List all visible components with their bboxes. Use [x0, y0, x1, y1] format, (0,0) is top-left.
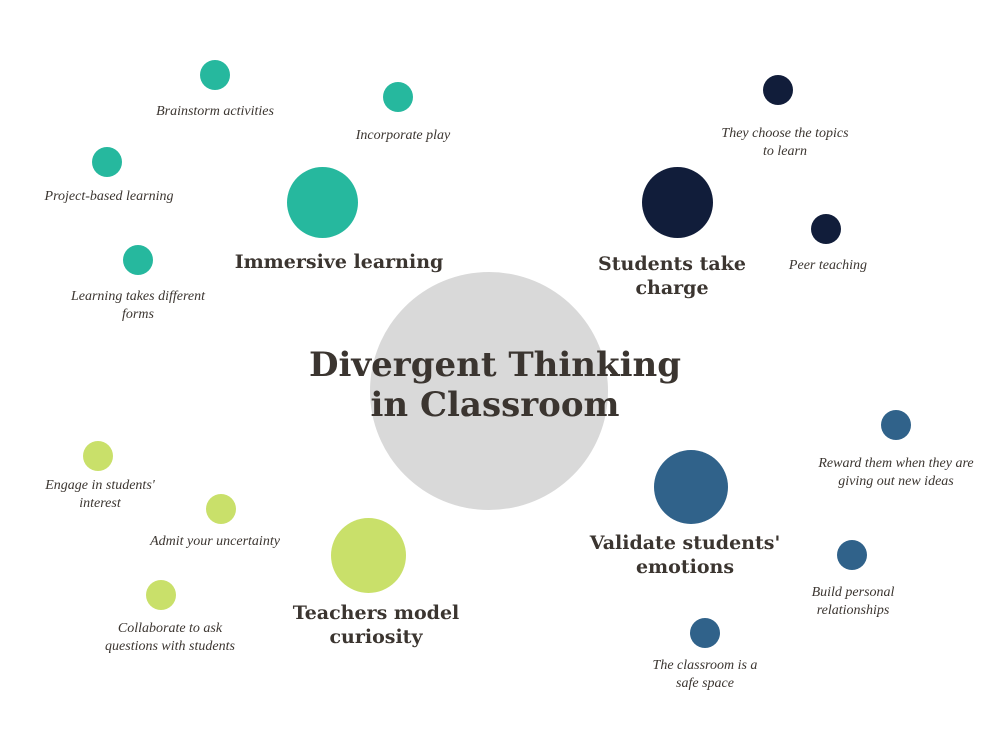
teachers-model-curiosity-node	[331, 518, 406, 593]
reward-ideas-node	[881, 410, 911, 440]
reward-ideas-label: Reward them when they are giving out new…	[818, 456, 974, 489]
students-take-charge-node	[642, 167, 713, 238]
validate-emotions-node	[654, 450, 728, 524]
collaborate-node	[146, 580, 176, 610]
validate-emotions-label: Validate students' emotions	[589, 532, 781, 578]
students-take-charge-label: Students take charge	[598, 253, 746, 299]
project-based-node	[92, 147, 122, 177]
safe-space-label: The classroom is a safe space	[652, 658, 758, 691]
brainstorm-node	[200, 60, 230, 90]
incorporate-play-label: Incorporate play	[355, 128, 451, 143]
central-title-line2: in Classroom	[370, 385, 620, 425]
choose-topics-label: They choose the topics to learn	[721, 126, 849, 159]
learning-forms-node	[123, 245, 153, 275]
teachers-model-curiosity-label: Teachers model curiosity	[292, 602, 460, 648]
engage-interest-node	[83, 441, 113, 471]
central-title-line1: Divergent Thinking	[309, 345, 681, 385]
build-relationships-label: Build personal relationships	[811, 585, 895, 618]
admit-uncertainty-node	[206, 494, 236, 524]
immersive-learning-node	[287, 167, 358, 238]
project-based-label: Project-based learning	[44, 189, 174, 204]
peer-teaching-label: Peer teaching	[788, 258, 868, 273]
build-relationships-node	[837, 540, 867, 570]
center-circle	[370, 272, 608, 510]
immersive-learning-label: Immersive learning	[234, 251, 444, 273]
peer-teaching-node	[811, 214, 841, 244]
collaborate-label: Collaborate to ask questions with studen…	[105, 621, 235, 654]
engage-interest-label: Engage in students' interest	[45, 478, 155, 511]
incorporate-play-node	[383, 82, 413, 112]
choose-topics-node	[763, 75, 793, 105]
central-title: Divergent Thinking in Classroom	[300, 345, 690, 425]
brainstorm-label: Brainstorm activities	[156, 104, 274, 119]
admit-uncertainty-label: Admit your uncertainty	[150, 534, 280, 549]
safe-space-node	[690, 618, 720, 648]
learning-forms-label: Learning takes different forms	[70, 289, 206, 322]
